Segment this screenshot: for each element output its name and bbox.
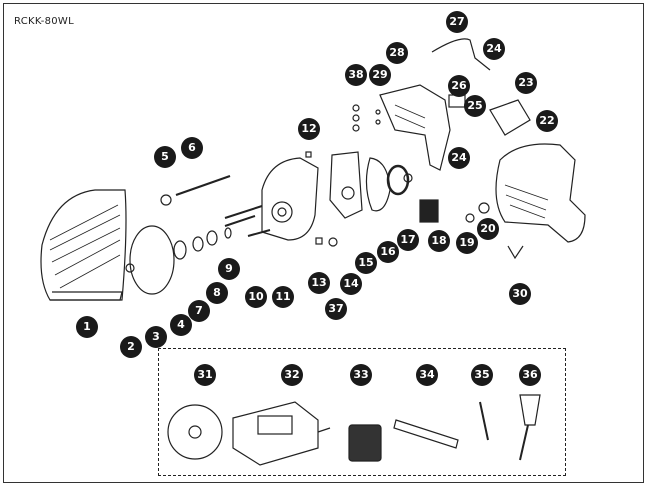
washer-part xyxy=(160,194,172,206)
part-number-badge: 11 xyxy=(272,286,294,308)
part-number-badge: 24 xyxy=(483,38,505,60)
wire-part xyxy=(431,38,491,71)
part-number-badge: 12 xyxy=(298,118,320,140)
part-number-badge: 31 xyxy=(194,364,216,386)
gasket-part xyxy=(329,151,363,219)
screw-part xyxy=(375,119,381,125)
saw-blade-part xyxy=(167,404,223,460)
part-number-badge: 14 xyxy=(340,273,362,295)
part-number-badge: 9 xyxy=(218,258,240,280)
part-number-badge: 15 xyxy=(355,252,377,274)
stick-part xyxy=(393,419,459,449)
part-number-badge: 28 xyxy=(386,42,408,64)
nut-part xyxy=(315,237,323,245)
part-number-badge: 30 xyxy=(509,283,531,305)
bearing-part xyxy=(403,173,413,183)
screw-part xyxy=(352,114,360,122)
front-guard-part xyxy=(40,189,127,301)
part-number-badge: 22 xyxy=(536,110,558,132)
screw-part xyxy=(375,109,381,115)
part-number-badge: 3 xyxy=(145,326,167,348)
part-number-badge: 2 xyxy=(120,336,142,358)
switch-part xyxy=(419,199,439,223)
part-number-badge: 26 xyxy=(448,75,470,97)
screw-part xyxy=(352,104,360,112)
bearing-part xyxy=(478,202,490,214)
part-number-badge: 25 xyxy=(464,95,486,117)
part-number-badge: 16 xyxy=(377,241,399,263)
screws-part xyxy=(224,205,271,237)
part-number-badge: 20 xyxy=(477,218,499,240)
part-number-badge: 7 xyxy=(188,300,210,322)
part-number-badge: 4 xyxy=(170,314,192,336)
blade-housing-part xyxy=(261,157,319,241)
part-number-badge: 8 xyxy=(206,282,228,304)
part-number-badge: 13 xyxy=(308,272,330,294)
part-number-badge: 37 xyxy=(325,298,347,320)
part-number-badge: 5 xyxy=(154,146,176,168)
accessories-box xyxy=(158,348,566,476)
washer-part xyxy=(173,240,187,260)
nut-part xyxy=(465,213,475,223)
washer-part xyxy=(206,230,218,246)
part-number-badge: 38 xyxy=(345,64,367,86)
diagram-frame xyxy=(3,3,644,483)
model-label: RCKK-80WL xyxy=(14,16,74,27)
part-number-badge: 10 xyxy=(245,286,267,308)
screw-part xyxy=(328,237,338,247)
charger-part xyxy=(232,401,331,466)
part-number-badge: 33 xyxy=(350,364,372,386)
part-number-badge: 17 xyxy=(397,229,419,251)
part-number-badge: 1 xyxy=(76,316,98,338)
part-number-badge: 36 xyxy=(519,364,541,386)
washer-part xyxy=(192,236,204,252)
motor-part xyxy=(489,99,531,136)
motor-housing-part xyxy=(495,143,586,243)
part-number-badge: 35 xyxy=(471,364,493,386)
part-number-badge: 27 xyxy=(446,11,468,33)
pin-part xyxy=(479,401,489,441)
screw-part xyxy=(352,124,360,132)
part-number-badge: 32 xyxy=(281,364,303,386)
screwdriver-part xyxy=(519,394,541,461)
part-number-badge: 6 xyxy=(181,137,203,159)
clip-part xyxy=(305,151,312,158)
washer-part xyxy=(224,227,232,239)
part-number-badge: 29 xyxy=(369,64,391,86)
part-number-badge: 18 xyxy=(428,230,450,252)
blade-disc-part xyxy=(129,225,175,295)
part-number-badge: 23 xyxy=(515,72,537,94)
battery-part xyxy=(348,424,382,462)
part-number-badge: 24 xyxy=(448,147,470,169)
part-number-badge: 19 xyxy=(456,232,478,254)
gear-part xyxy=(386,164,410,196)
handle-part xyxy=(379,84,451,171)
part-number-badge: 34 xyxy=(416,364,438,386)
gear-ring-part xyxy=(365,157,391,212)
pin-part xyxy=(175,174,231,197)
clip-part xyxy=(507,245,524,260)
